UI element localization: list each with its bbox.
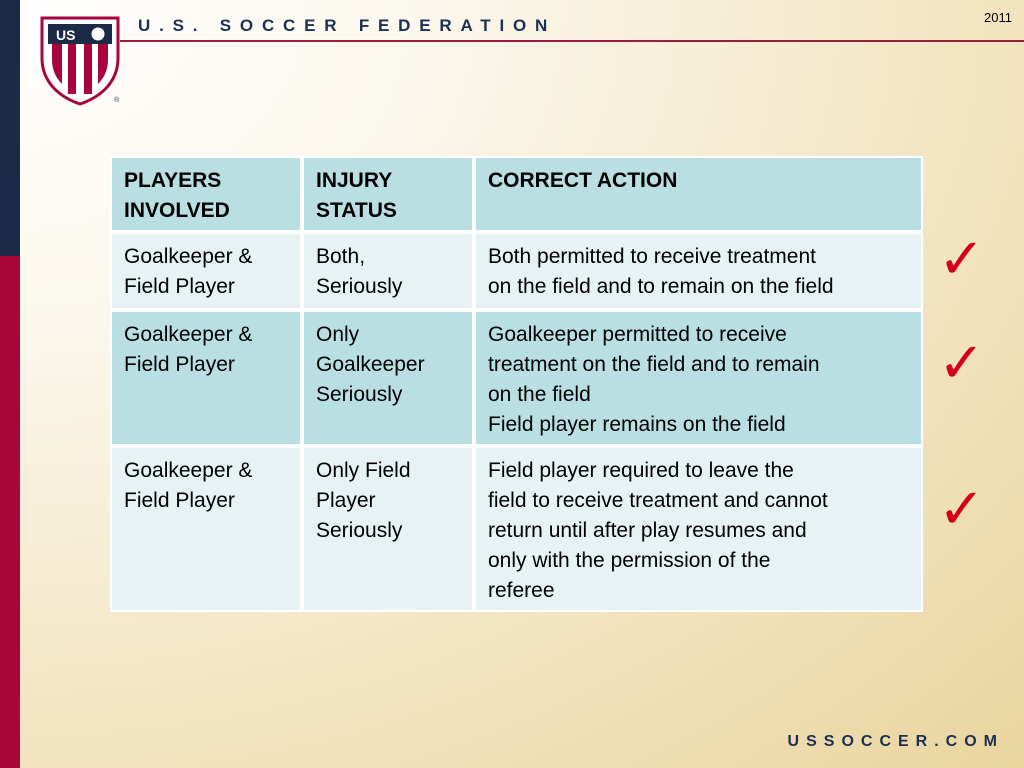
header-players-involved: PLAYERS INVOLVED [110,156,302,232]
sidebar-red-band [0,256,20,768]
injury-rules-table: PLAYERS INVOLVED INJURY STATUS CORRECT A… [110,156,923,612]
cell-action: Both permitted to receive treatment on t… [474,232,923,310]
cell-players: Goalkeeper & Field Player [110,446,302,612]
checkmark-icon: ✓ [938,227,985,292]
year-label: 2011 [984,10,1012,25]
header-divider [120,40,1024,42]
header-title: U.S. SOCCER FEDERATION [138,16,557,35]
sidebar-navy-band [0,0,20,256]
header-injury-status: INJURY STATUS [302,156,474,232]
header-correct-action: CORRECT ACTION [474,156,923,232]
footer-url: USSOCCER.COM [787,733,1004,750]
us-soccer-crest-logo: US ® [40,16,120,106]
cell-status: Only Field Player Seriously [302,446,474,612]
table-row: Goalkeeper & Field Player Both, Seriousl… [110,232,923,310]
checkmark-icon: ✓ [938,331,985,396]
svg-text:®: ® [114,96,120,104]
table-row: Goalkeeper & Field Player Only Goalkeepe… [110,310,923,446]
cell-status: Only Goalkeeper Seriously [302,310,474,446]
cell-status: Both, Seriously [302,232,474,310]
cell-action: Goalkeeper permitted to receive treatmen… [474,310,923,446]
cell-players: Goalkeeper & Field Player [110,310,302,446]
table-row: Goalkeeper & Field Player Only Field Pla… [110,446,923,612]
cell-action: Field player required to leave the field… [474,446,923,612]
crest-text: US [56,27,75,43]
checkmark-icon: ✓ [938,477,985,542]
table-header-row: PLAYERS INVOLVED INJURY STATUS CORRECT A… [110,156,923,232]
cell-players: Goalkeeper & Field Player [110,232,302,310]
